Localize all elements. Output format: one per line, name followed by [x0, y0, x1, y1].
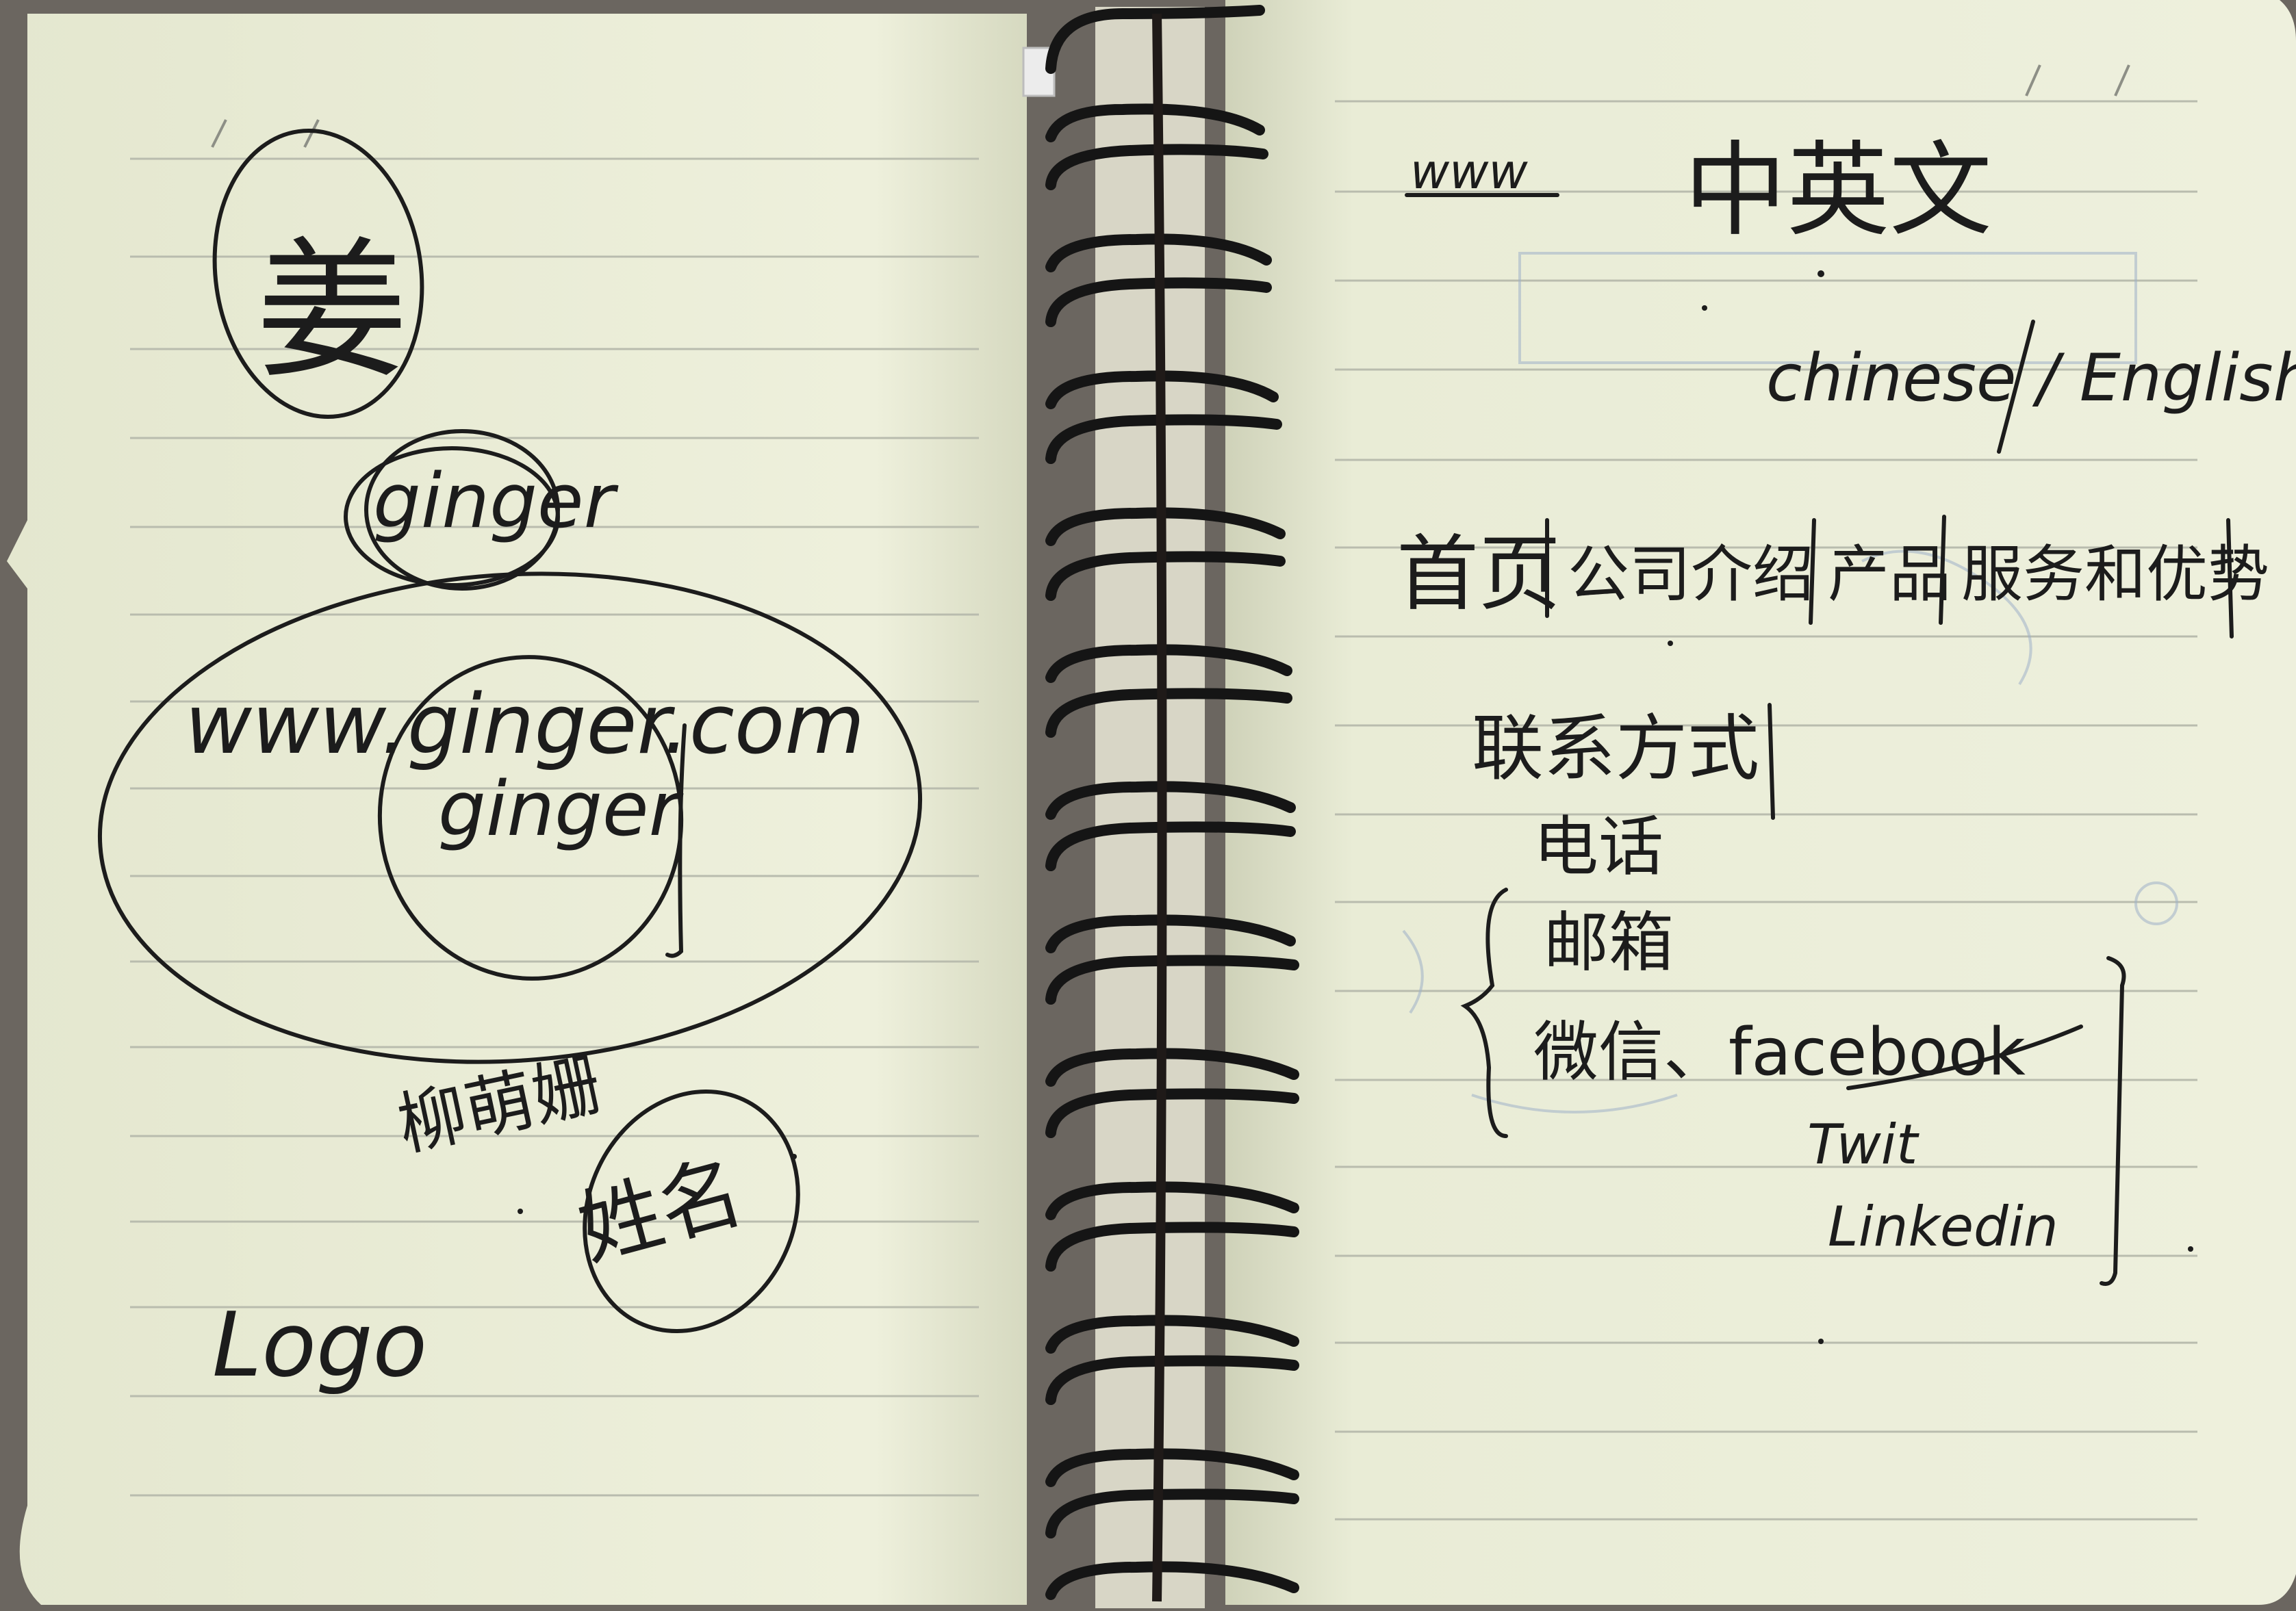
url-text: www.ginger.com: [185, 678, 865, 773]
contact-phone: 电话: [1533, 810, 1663, 885]
url-inner-word: ginger: [438, 765, 684, 853]
top-mark: www: [1410, 144, 1529, 200]
contact-social: 微信、facebook: [1533, 1015, 2026, 1090]
contact-twitter: Twit: [1807, 1113, 1919, 1176]
nav-item-products: 产品: [1828, 539, 1951, 610]
right-page: [1219, 0, 2296, 1611]
right-handwriting-strokes: [1405, 193, 2234, 1286]
ghost-show-through: [1402, 252, 2178, 1113]
stray-marks: [518, 270, 2193, 1344]
nav-item-company: 公司介绍: [1568, 539, 1814, 610]
ginger-chinese-char: 姜: [257, 223, 407, 398]
logo-text: Logo: [212, 1293, 427, 1397]
ginger-circled-word: ginger: [373, 457, 619, 545]
language-title: 中英文: [1684, 131, 1992, 250]
left-rule-lines: [130, 157, 979, 1497]
contact-title: 联系方式: [1472, 707, 1759, 790]
page-stack-edge: [1095, 7, 1205, 1608]
nav-item-services: 服务和优势: [1961, 539, 2269, 610]
language-options: chinese / English: [1766, 341, 2296, 416]
spiral-binding: [1022, 5, 1299, 1600]
right-rule-lines: [1335, 100, 2197, 1521]
spine-shadow: [1152, 13, 1167, 1602]
contact-email: 邮箱: [1544, 905, 1674, 981]
left-page: [7, 14, 1027, 1605]
nav-item-home: 首页: [1396, 527, 1561, 622]
left-handwriting: [97, 128, 923, 1334]
contact-linkedin: Linkedin: [1828, 1195, 2058, 1259]
